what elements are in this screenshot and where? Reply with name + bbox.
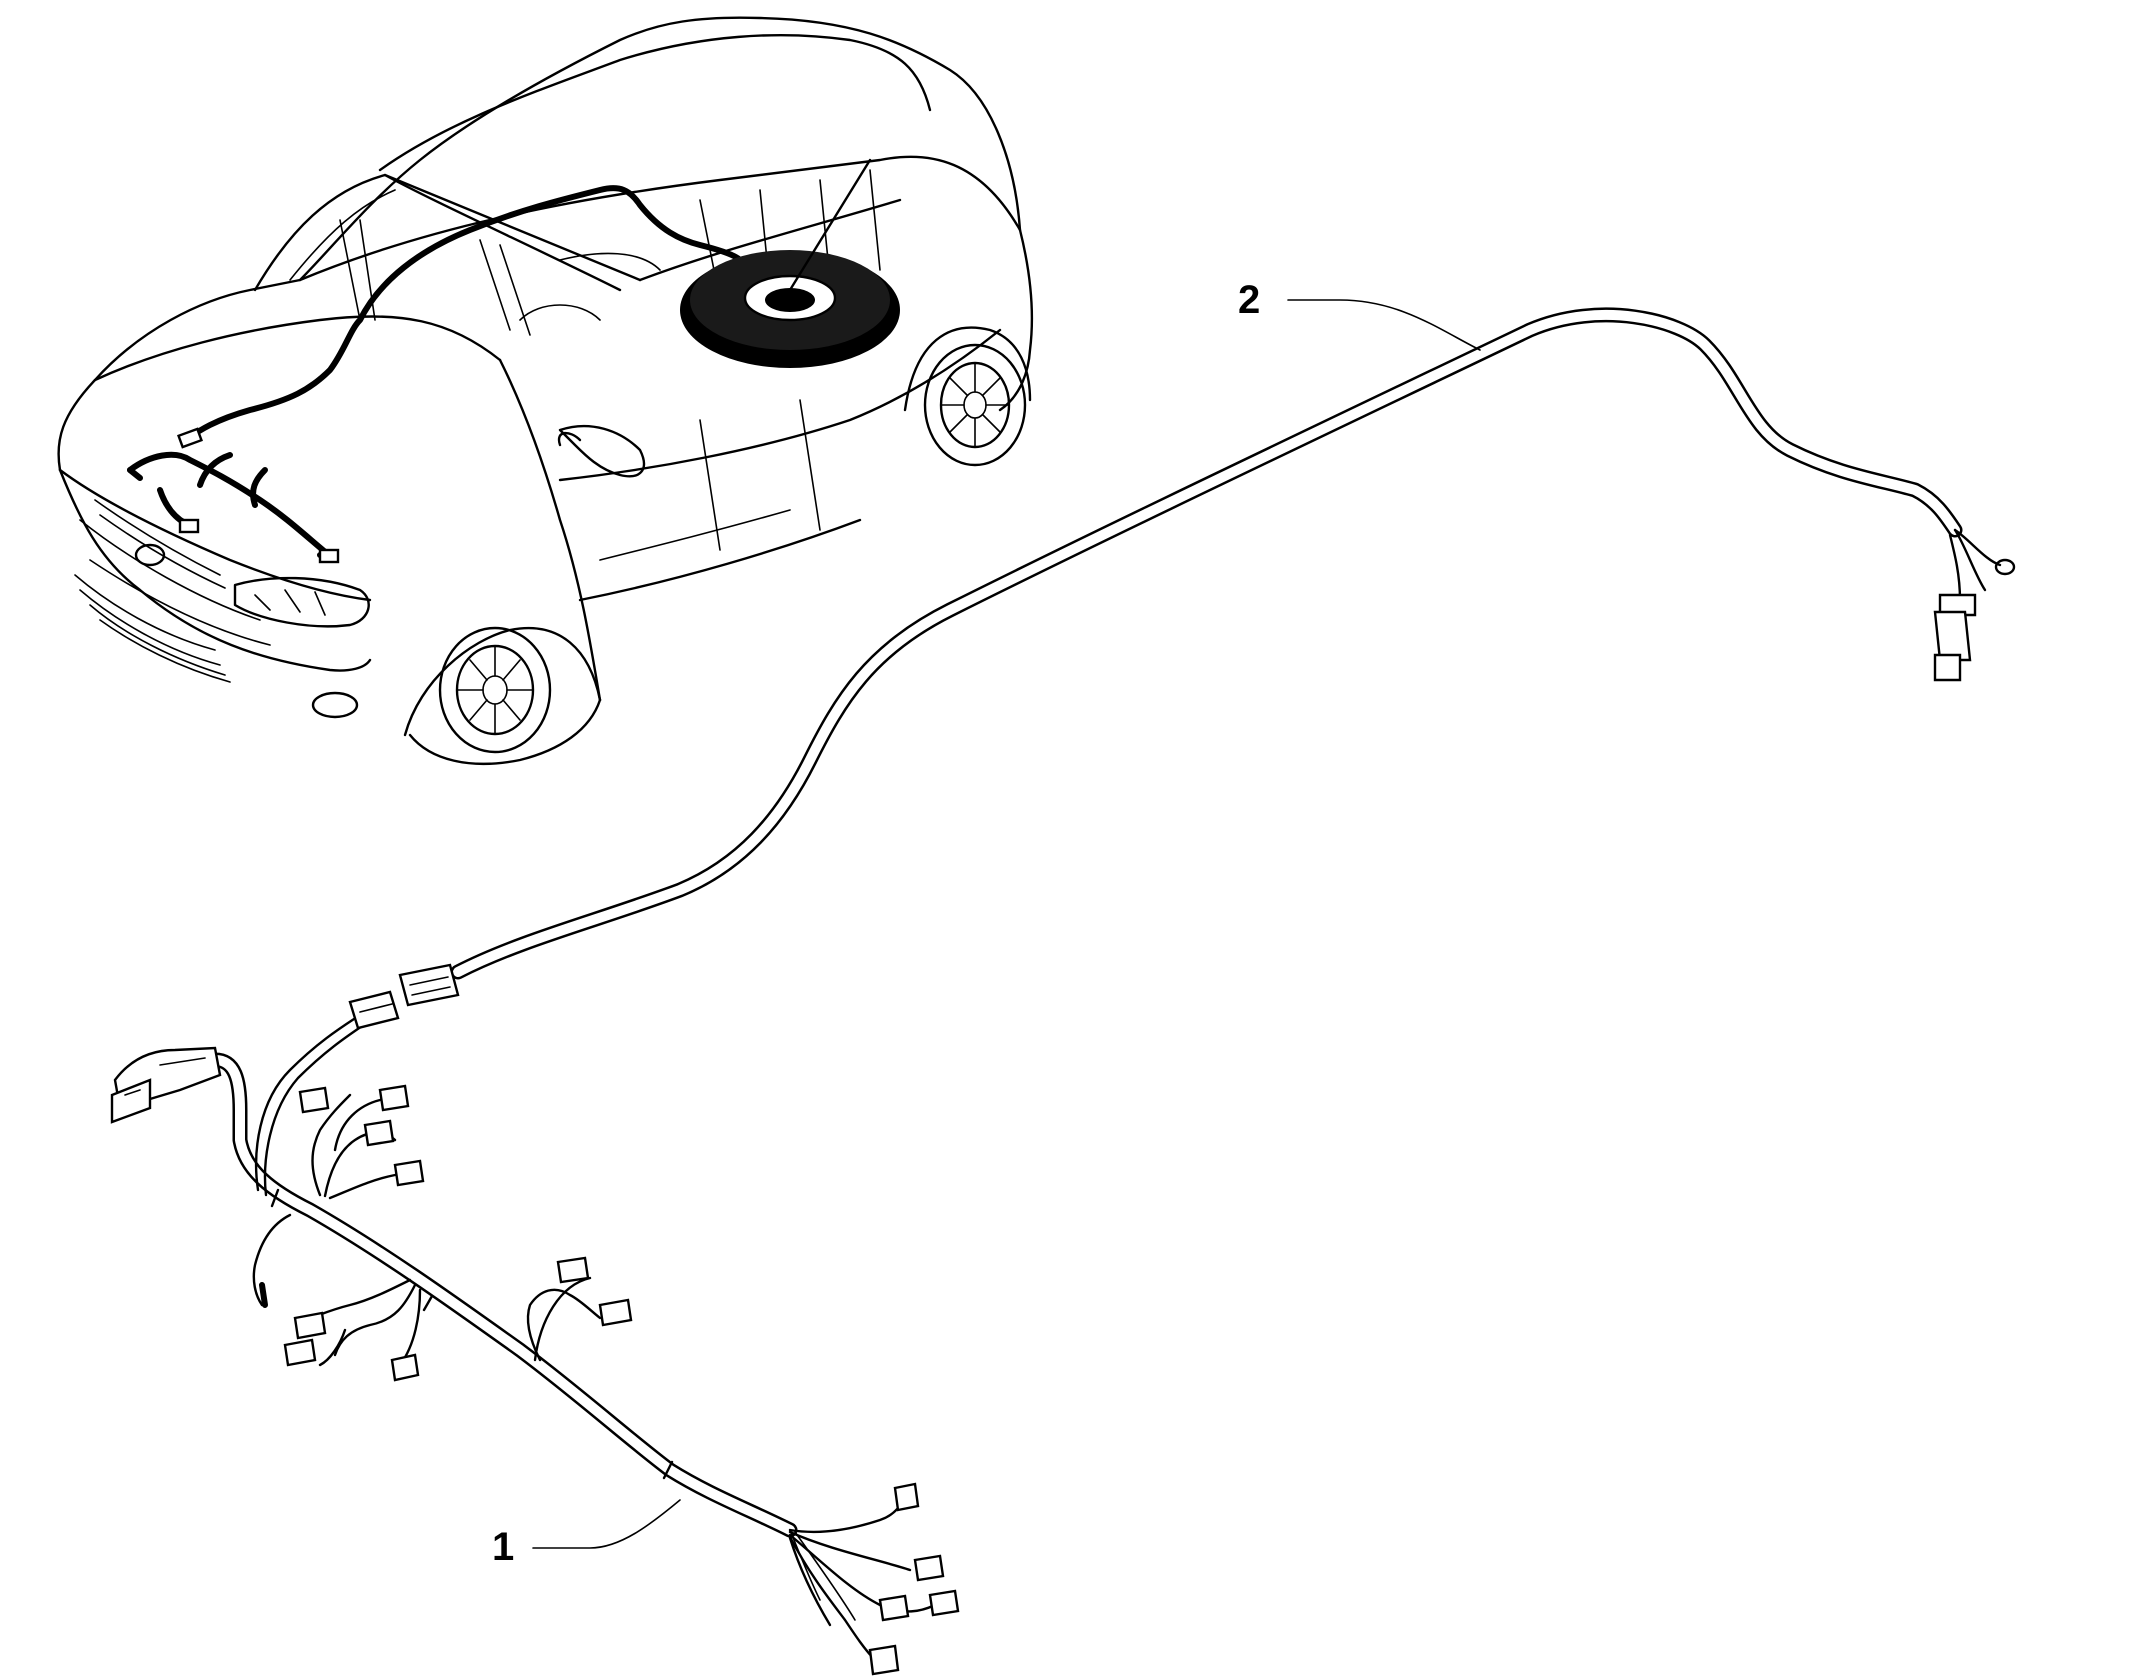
callout-label: 1 [492,1525,514,1569]
callout-label: 2 [1238,278,1260,322]
spare-tyre [680,158,900,368]
harness-rear[interactable] [398,307,2016,1007]
callout-1: 1 [492,1499,681,1569]
harness-front[interactable] [110,990,960,1676]
callout-2: 2 [1238,278,1481,351]
car-illustration [57,16,1034,766]
